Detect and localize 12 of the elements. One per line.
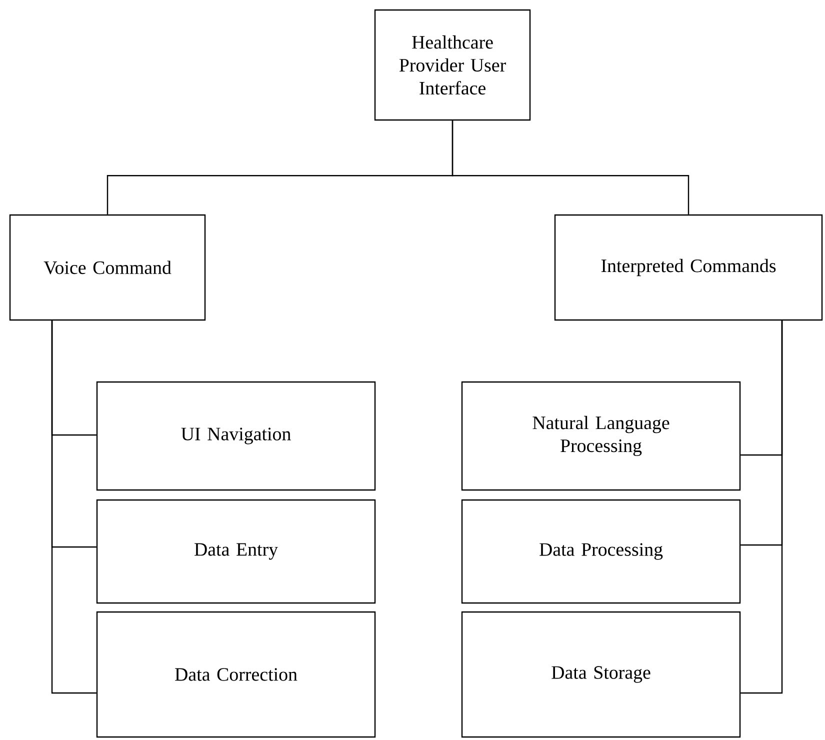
process-box: Data Entry — [96, 499, 376, 604]
process-box: Data Correction — [96, 611, 376, 738]
connector-line — [51, 320, 96, 694]
process-box: UI Navigation — [96, 381, 376, 491]
connector-line — [740, 320, 783, 694]
connector-line — [452, 120, 690, 214]
process-box: Voice Command — [9, 214, 206, 321]
process-box: Healthcare Provider User Interface — [374, 9, 531, 121]
process-box: Natural Language Processing — [461, 381, 741, 491]
process-box: Data Processing — [461, 499, 741, 604]
process-box: Interpreted Commands — [554, 214, 823, 321]
process-box: Data Storage — [461, 611, 741, 738]
